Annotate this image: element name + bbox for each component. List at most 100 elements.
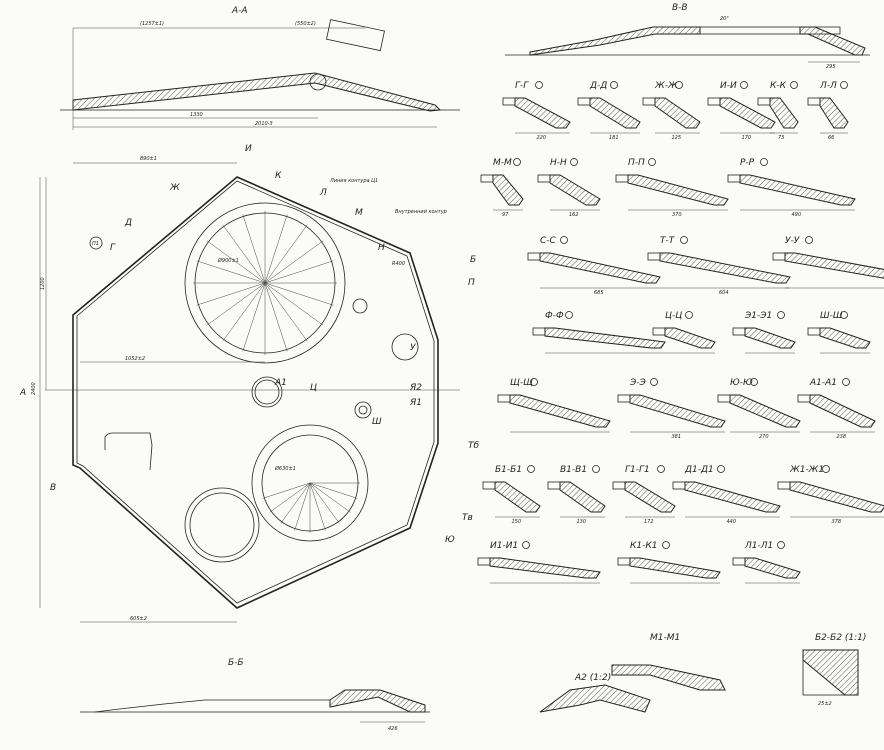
section-aa-profile (72, 72, 442, 112)
section-dimension: 685 (594, 290, 604, 296)
plan-section-marker: Ж (169, 183, 180, 193)
section-row5-3: А1-А1 238 (797, 378, 876, 440)
section-title: К-К (770, 81, 787, 91)
section-dimension: 370 (672, 212, 682, 218)
dim-circle-top: Ø900±1 (217, 257, 239, 264)
plan-section-marker: Тб (468, 441, 479, 451)
section-title: К1-К1 (630, 541, 657, 551)
note-inner-contour: Внутренний контур (395, 209, 447, 215)
section-row3-1: Т-Т 604 (647, 236, 791, 296)
section-row6-4: Ж1-Ж1 378 (777, 465, 884, 525)
section-dimension: 150 (512, 519, 522, 525)
section-row5-0: Щ-Щ (497, 378, 611, 433)
section-title: С-С (540, 236, 557, 246)
section-aa: А-А (1257±1) (550±2) 1330 2010-3 (60, 6, 460, 130)
section-title: Э1-Э1 (744, 311, 772, 321)
section-row3-2: У-У (772, 236, 884, 289)
section-title: Б1-Б1 (495, 465, 522, 475)
section-title: М-М (493, 158, 512, 168)
plan-section-marker: У (410, 343, 416, 353)
section-row7-1: К1-К1 (617, 541, 721, 584)
section-row3-0: С-С 685 (527, 236, 661, 296)
section-dimension: 170 (742, 135, 752, 141)
section-title: П-П (628, 158, 645, 168)
section-vv-profile-right (799, 26, 866, 56)
dim-vv: 295 (826, 64, 836, 70)
plan-section-marker: Д (124, 218, 132, 228)
callout-circle (89, 236, 103, 250)
plan-view: 890±1 2400 1200 605±2 1052±2 Ø900±1 Ø630… (19, 144, 479, 623)
section-title: Л-Л (819, 81, 837, 91)
section-title: Ж1-Ж1 (789, 465, 824, 475)
dim-plan-bottom: 605±2 (130, 616, 147, 622)
dim-bb: 426 (388, 726, 398, 732)
dim-plan-h2: 1200 (40, 277, 46, 290)
left-lower-circle (184, 487, 260, 563)
dim-r400: R400 (392, 261, 405, 267)
section-title: А1-А1 (809, 378, 837, 388)
section-dimension: 125 (672, 135, 682, 141)
section-title: У-У (785, 236, 800, 246)
section-title: Д1-Д1 (684, 465, 714, 475)
section-title: В1-В1 (560, 465, 587, 475)
section-row4-3: Ш-Ш (807, 311, 871, 354)
section-title: Ц-Ц (665, 311, 682, 321)
section-row6-2: Г1-Г1 172 (612, 465, 676, 525)
section-row4-2: Э1-Э1 (732, 311, 796, 354)
section-dimension: 172 (644, 519, 654, 525)
plan-section-marker: Г (110, 243, 116, 253)
section-dimension: 73 (778, 135, 784, 141)
dim-vv-angle: 20° (720, 16, 729, 22)
section-title: Ш-Ш (820, 311, 843, 321)
dim-b2: 25±2 (818, 701, 832, 707)
section-row4-1: Ц-Ц (652, 311, 716, 354)
dim-aa-part: 1330 (190, 112, 203, 118)
plan-section-marker: Ш (372, 417, 382, 427)
dim-aa-total: 2010-3 (255, 121, 273, 127)
plan-section-marker: И (245, 144, 252, 154)
section-dimension: 97 (502, 212, 509, 218)
plan-section-marker: А1 (274, 378, 287, 388)
section-row2-0: М-М 97 (480, 158, 524, 218)
section-row6-0: Б1-Б1 150 (482, 465, 541, 525)
section-dimension: 378 (832, 519, 842, 525)
dim-circle-bottom: Ø630±1 (274, 465, 296, 472)
section-aa-title: А-А (231, 6, 248, 16)
plan-section-marker: Ц (310, 383, 317, 393)
plan-section-marker: Я2 (409, 383, 422, 393)
section-dimension: 381 (672, 434, 682, 440)
section-title: Г1-Г1 (625, 465, 650, 475)
section-title: Ю-Ю (730, 378, 753, 388)
note-outer-contour: Линия контура Ц1 (329, 178, 378, 184)
section-title: Ф-Ф (545, 311, 564, 321)
section-vv-profile-left (529, 26, 701, 56)
section-row5-2: Ю-Ю 270 (717, 378, 801, 440)
plan-section-marker: К (275, 171, 282, 181)
section-row4-0: Ф-Ф (532, 311, 666, 354)
section-dimension: 604 (719, 290, 729, 296)
section-title: И1-И1 (490, 541, 518, 551)
section-row1-4: К-К 73 (757, 81, 799, 141)
section-row7-0: И1-И1 (477, 541, 601, 584)
section-title: Г-Г (515, 81, 529, 91)
plan-section-marker: А (19, 388, 26, 398)
section-title: Р-Р (740, 158, 755, 168)
section-title: Л1-Л1 (744, 541, 773, 551)
section-dimension: 270 (759, 434, 769, 440)
section-title: Д-Д (589, 81, 607, 91)
detail-m1-profile (611, 664, 726, 691)
section-row7-2: Л1-Л1 (732, 541, 801, 584)
section-dimension: 238 (837, 434, 847, 440)
section-row1-5: Л-Л66 (807, 81, 849, 141)
section-title: М1-М1 (650, 633, 680, 643)
section-vv-title: В-В (672, 3, 688, 13)
dim-aa-top1: (1257±1) (140, 21, 164, 27)
section-title: Т-Т (660, 236, 676, 246)
